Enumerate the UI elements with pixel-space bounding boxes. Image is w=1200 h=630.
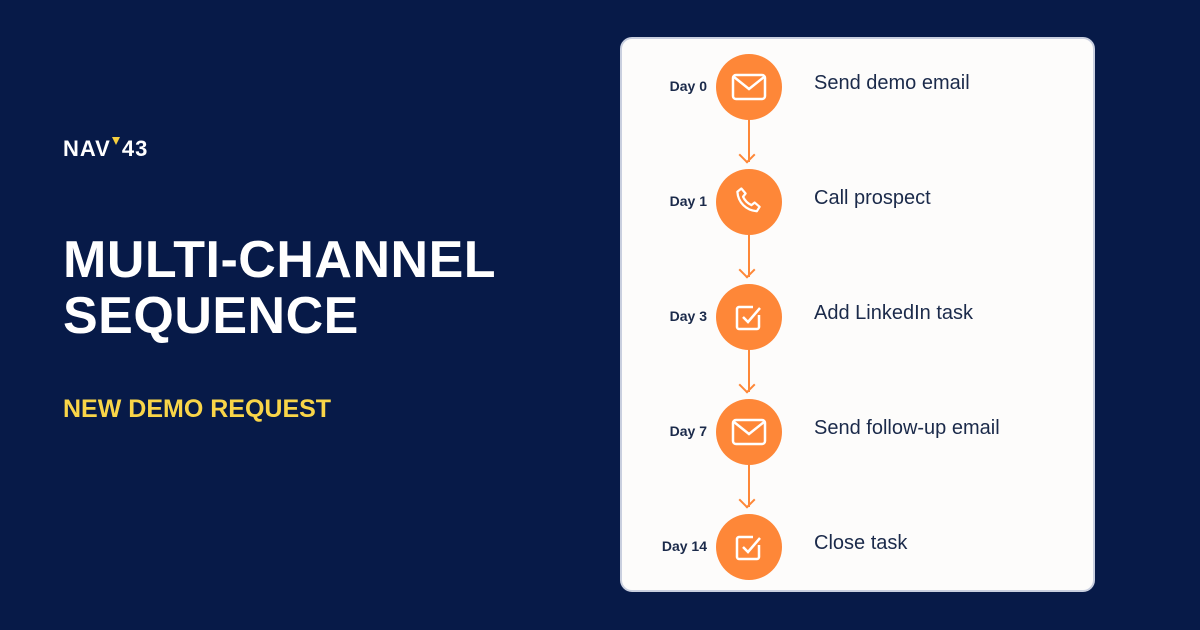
step-label: Call prospect <box>814 187 931 209</box>
subtitle: NEW DEMO REQUEST <box>63 395 332 423</box>
title-line: SEQUENCE <box>63 287 359 345</box>
logo-triangle-icon <box>111 137 120 145</box>
logo: NAV 43 <box>63 136 148 162</box>
step-circle <box>716 399 782 465</box>
day-label: Day 1 <box>669 193 707 209</box>
envelope-icon <box>731 418 767 446</box>
sequence-step: Day 1 Call prospect <box>622 169 1093 235</box>
sequence-step: Day 7 Send follow-up email <box>622 399 1093 465</box>
arrow-down-icon <box>748 350 750 392</box>
sequence-step: Day 3 Add LinkedIn task <box>622 284 1093 350</box>
step-label: Close task <box>814 532 908 554</box>
step-label: Send follow-up email <box>814 417 1000 439</box>
step-label: Send demo email <box>814 72 970 94</box>
step-circle <box>716 54 782 120</box>
checkbox-icon <box>733 531 765 563</box>
day-label: Day 7 <box>669 423 707 439</box>
logo-text-left: NAV <box>63 136 111 161</box>
step-label: Add LinkedIn task <box>814 302 973 324</box>
step-circle <box>716 284 782 350</box>
title-line: MULTI-CHANNEL <box>63 231 497 289</box>
checkbox-icon <box>733 301 765 333</box>
page-title: MULTI-CHANNEL SEQUENCE <box>63 232 496 344</box>
sequence-step: Day 0 Send demo email <box>622 54 1093 120</box>
day-label: Day 3 <box>669 308 707 324</box>
envelope-icon <box>731 73 767 101</box>
day-label: Day 0 <box>669 78 707 94</box>
arrow-down-icon <box>748 120 750 162</box>
arrow-down-icon <box>748 235 750 277</box>
step-circle <box>716 169 782 235</box>
step-circle <box>716 514 782 580</box>
logo-text-right: 43 <box>121 136 149 161</box>
phone-icon <box>732 185 766 219</box>
arrow-down-icon <box>748 465 750 507</box>
day-label: Day 14 <box>661 538 707 554</box>
sequence-step: Day 14 Close task <box>622 514 1093 580</box>
